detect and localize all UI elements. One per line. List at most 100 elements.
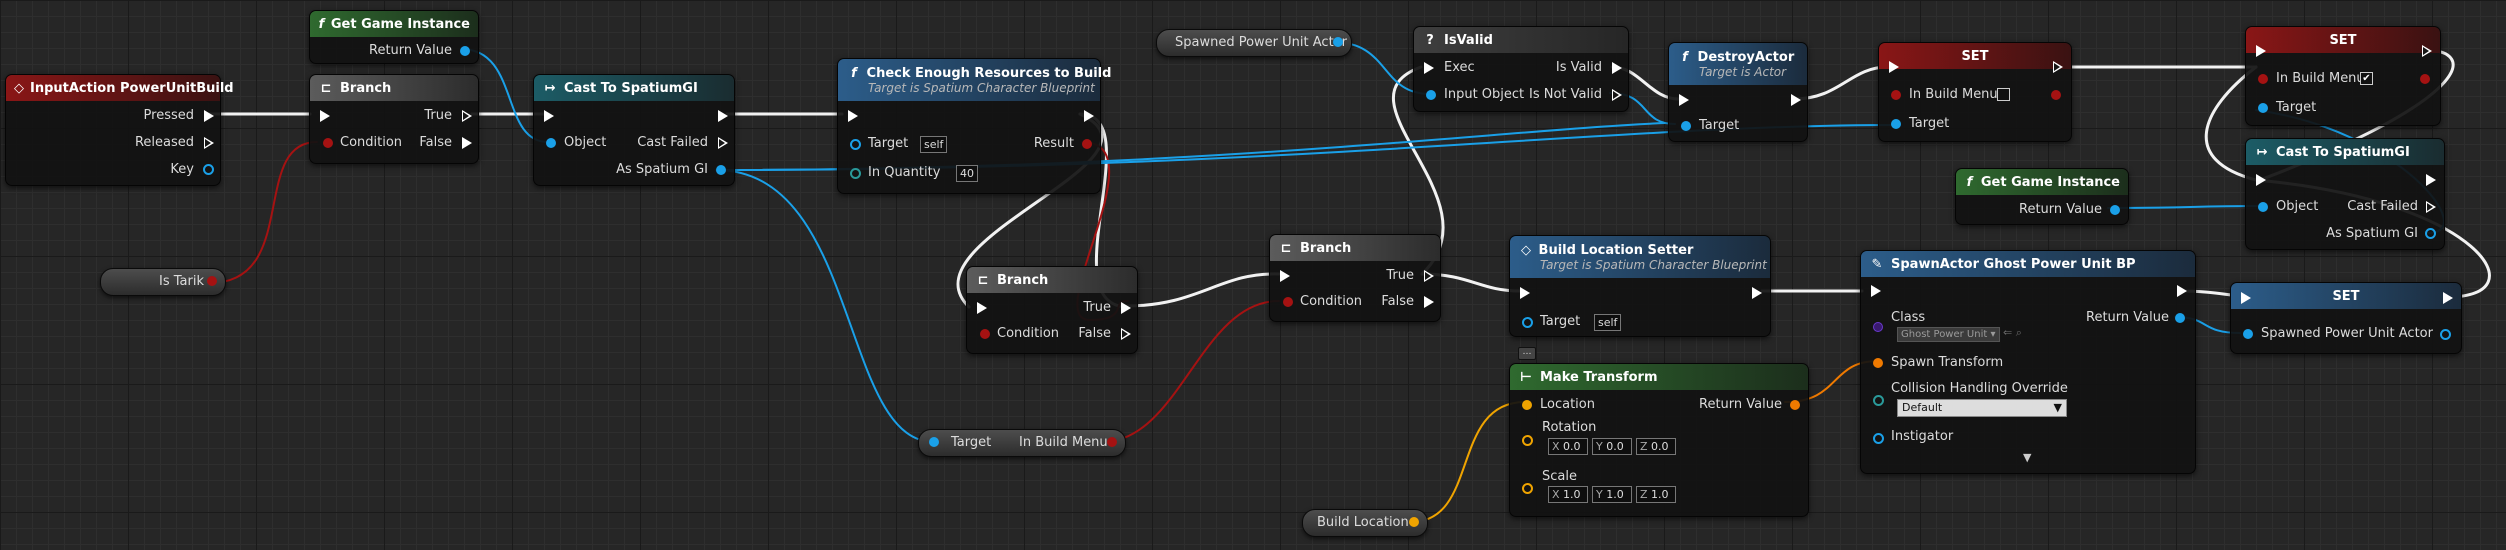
in-quantity-pin[interactable] [850, 168, 861, 179]
condition-pin[interactable] [1283, 297, 1293, 307]
return-value-pin[interactable] [2175, 313, 2185, 323]
output-pin[interactable] [1107, 437, 1117, 447]
set-in-build-menu-node[interactable]: SET In Build Menu Target [1878, 42, 2072, 142]
exec-in-pin[interactable] [1520, 287, 1530, 299]
condition-pin[interactable] [980, 329, 990, 339]
location-pin[interactable] [1522, 400, 1532, 410]
rotation-z-field[interactable]: Z 0.0 [1636, 438, 1676, 455]
output-pin[interactable] [2440, 329, 2451, 340]
true-exec-pin[interactable] [1424, 270, 1434, 282]
target-self-field[interactable]: self [1594, 314, 1622, 331]
exec-out-pin[interactable] [1752, 287, 1762, 299]
rotation-x-field[interactable]: X 0.0 [1548, 438, 1588, 455]
scale-x-field[interactable]: X 1.0 [1548, 486, 1588, 503]
branch-node[interactable]: ⊏Branch True Condition False [1269, 234, 1441, 322]
output-pin[interactable] [2051, 90, 2061, 100]
cast-failed-pin[interactable] [718, 137, 728, 149]
output-pin[interactable] [1333, 37, 1343, 47]
false-exec-pin[interactable] [1424, 296, 1434, 308]
set-spawned-power-unit-actor-node[interactable]: SET Spawned Power Unit Actor [2230, 282, 2462, 354]
false-exec-pin[interactable] [462, 137, 472, 149]
output-pin[interactable] [1409, 517, 1419, 527]
object-pin[interactable] [2258, 202, 2268, 212]
scale-z-field[interactable]: Z 1.0 [1636, 486, 1676, 503]
target-pin[interactable] [1681, 121, 1691, 131]
output-pin[interactable] [2420, 74, 2430, 84]
build-location-getter[interactable]: Build Location [1302, 509, 1428, 537]
scale-y-field[interactable]: Y 1.0 [1592, 486, 1632, 503]
is-valid-node[interactable]: ?IsValid Exec Is Valid Input Object Is N… [1413, 26, 1629, 112]
exec-out-pin[interactable] [2177, 285, 2187, 297]
browse-icon[interactable]: ⇐ ⌕ [2003, 326, 2022, 339]
in-build-menu-checkbox[interactable] [1997, 88, 2010, 101]
object-pin[interactable] [546, 138, 556, 148]
exec-out-pin[interactable] [1791, 94, 1801, 106]
true-exec-pin[interactable] [1121, 302, 1131, 314]
exec-out-pin[interactable] [718, 110, 728, 122]
collision-handling-dropdown[interactable]: Default▼ [1897, 399, 2067, 417]
exec-in-pin[interactable] [1424, 62, 1434, 74]
branch-node[interactable]: ⊏Branch True Condition False [966, 266, 1138, 354]
target-pin[interactable] [850, 139, 861, 150]
as-spatium-gi-pin[interactable] [716, 165, 726, 175]
exec-in-pin[interactable] [2256, 45, 2266, 57]
return-value-pin[interactable] [460, 46, 470, 56]
in-build-menu-pin[interactable] [2258, 74, 2268, 84]
target-self-field[interactable]: self [920, 136, 948, 153]
in-quantity-field[interactable]: 40 [956, 165, 978, 182]
false-exec-pin[interactable] [1121, 328, 1131, 340]
spawn-transform-pin[interactable] [1873, 358, 1883, 368]
true-exec-pin[interactable] [462, 110, 472, 122]
rotation-y-field[interactable]: Y 0.0 [1592, 438, 1632, 455]
exec-out-pin[interactable] [2053, 61, 2063, 73]
instigator-pin[interactable] [1873, 433, 1884, 444]
return-value-pin[interactable] [1790, 400, 1800, 410]
in-build-menu-pin[interactable] [1891, 90, 1901, 100]
cast-to-spatiumgi-node[interactable]: ↦Cast To SpatiumGI Object Cast Failed As… [2245, 138, 2445, 250]
key-pin[interactable] [203, 164, 214, 175]
in-build-menu-checkbox[interactable]: ✔ [2360, 72, 2373, 85]
comment-bubble-icon[interactable]: … [1518, 347, 1536, 360]
as-spatium-gi-pin[interactable] [2425, 228, 2436, 239]
return-value-pin[interactable] [2110, 205, 2120, 215]
target-pin[interactable] [2258, 103, 2268, 113]
collision-handling-pin[interactable] [1873, 395, 1884, 406]
input-object-pin[interactable] [1426, 90, 1436, 100]
input-action-node[interactable]: ◇InputAction PowerUnitBuild Pressed Rele… [5, 74, 234, 186]
is-tarik-getter[interactable]: Is Tarik [100, 268, 226, 296]
target-pin[interactable] [1522, 317, 1533, 328]
class-pin[interactable] [1873, 322, 1883, 332]
exec-in-pin[interactable] [848, 110, 858, 122]
pressed-exec-pin[interactable] [204, 110, 214, 122]
in-build-menu-getter[interactable]: Target In Build Menu [918, 429, 1126, 457]
target-pin[interactable] [1891, 119, 1901, 129]
exec-in-pin[interactable] [977, 302, 987, 314]
result-pin[interactable] [1082, 139, 1092, 149]
cast-to-spatiumgi-node[interactable]: ↦Cast To SpatiumGI Object Cast Failed As… [533, 74, 735, 186]
scale-pin[interactable] [1522, 483, 1533, 494]
target-pin[interactable] [929, 437, 939, 447]
expand-arrow-icon[interactable]: ▼ [2023, 451, 2032, 464]
is-not-valid-exec-pin[interactable] [1612, 89, 1622, 101]
rotation-pin[interactable] [1522, 435, 1533, 446]
spawned-power-unit-actor-getter[interactable]: Spawned Power Unit Actor [1156, 29, 1352, 57]
set-in-build-menu-node[interactable]: SET In Build Menu ✔ Target [2245, 26, 2441, 126]
condition-pin[interactable] [323, 138, 333, 148]
exec-in-pin[interactable] [1889, 61, 1899, 73]
exec-out-pin[interactable] [2422, 45, 2432, 57]
exec-out-pin[interactable] [2426, 174, 2436, 186]
spawned-power-unit-actor-pin[interactable] [2243, 329, 2253, 339]
exec-in-pin[interactable] [1871, 285, 1881, 297]
exec-in-pin[interactable] [2256, 174, 2266, 186]
released-exec-pin[interactable] [204, 137, 214, 149]
exec-in-pin[interactable] [2241, 292, 2251, 304]
exec-in-pin[interactable] [1280, 270, 1290, 282]
exec-out-pin[interactable] [2443, 292, 2453, 304]
exec-in-pin[interactable] [320, 110, 330, 122]
cast-failed-pin[interactable] [2426, 201, 2436, 213]
